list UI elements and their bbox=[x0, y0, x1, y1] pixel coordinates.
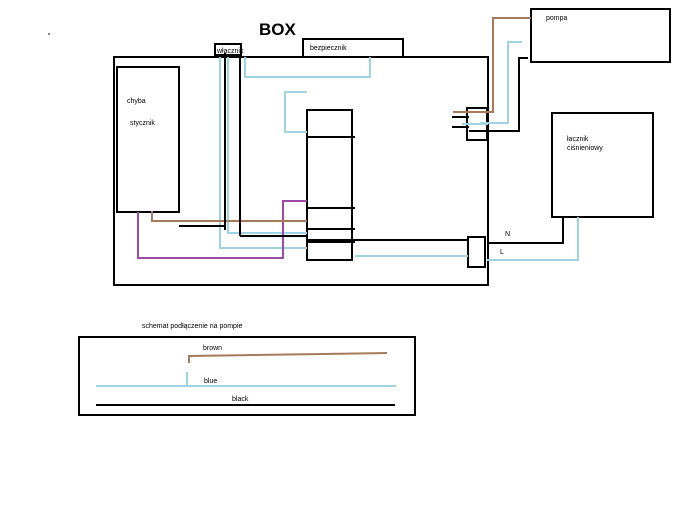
contactor-label-chyba: chyba bbox=[127, 98, 146, 105]
l-label: L bbox=[500, 249, 504, 256]
legend-black-label: black bbox=[232, 396, 249, 403]
purple-wire bbox=[137, 200, 307, 259]
pressure-switch-label-1: łacznik bbox=[567, 136, 589, 143]
stray-mark bbox=[48, 33, 50, 35]
n-label: N bbox=[505, 231, 510, 238]
pressure-switch-box bbox=[551, 112, 654, 218]
legend-box bbox=[78, 336, 416, 416]
black-wires bbox=[179, 53, 564, 244]
legend-brown-label: brown bbox=[203, 345, 222, 352]
switch-label: włacznik bbox=[216, 48, 244, 55]
blue-wires bbox=[219, 41, 579, 261]
legend-title: schemat podłączenie na pompie bbox=[142, 323, 243, 330]
main-box bbox=[113, 56, 489, 286]
legend-brown-wire bbox=[188, 352, 388, 363]
pressure-switch-label-2: ciśnieniowy bbox=[567, 145, 603, 152]
box-title: BOX bbox=[259, 20, 297, 39]
terminal-block bbox=[306, 109, 353, 261]
pump-box bbox=[530, 8, 671, 63]
pump-label: pompa bbox=[546, 15, 568, 22]
pressure-connector bbox=[467, 236, 486, 268]
contactor-label-stycznik: stycznik bbox=[130, 120, 155, 127]
contactor-box bbox=[116, 66, 180, 213]
fuse-box bbox=[302, 38, 404, 58]
fuse-label: bezpiecznik bbox=[310, 45, 347, 52]
legend-blue-label: blue bbox=[204, 378, 217, 385]
brown-wires bbox=[151, 17, 531, 222]
switch-box bbox=[214, 43, 242, 56]
